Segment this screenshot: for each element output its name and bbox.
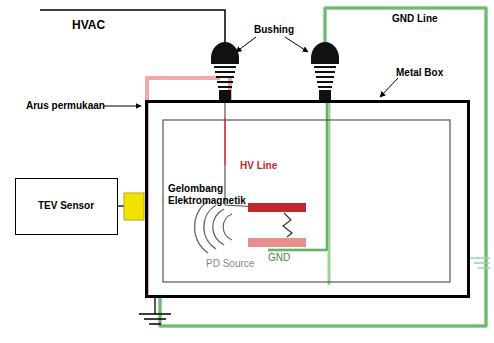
metal-box: Metal Box	[145, 100, 470, 298]
source-label: HVAC	[72, 19, 105, 33]
inner-box	[163, 120, 450, 282]
sensor-box: TEV Sensor	[15, 178, 118, 235]
hv-wire	[40, 10, 225, 42]
hv-line-red	[224, 118, 225, 165]
tev-sensor-pad	[124, 193, 144, 220]
hv-line-wire	[225, 100, 276, 208]
bushing-symbol	[211, 42, 339, 100]
hv-electrode	[248, 203, 306, 212]
gnd-line	[160, 8, 486, 326]
leader-arrow	[104, 37, 398, 106]
sensor-wire	[118, 205, 124, 206]
ground-label: GND	[268, 252, 290, 264]
box-text: TEV Sensor	[38, 200, 94, 212]
wave-label: Gelombang Elektromagnetik	[168, 183, 238, 206]
discharge-spark	[283, 213, 292, 237]
gnd-electrode	[248, 238, 306, 247]
box-label: Metal Box	[396, 67, 443, 79]
part-label: Bushing	[254, 24, 294, 36]
source-label: PD Source	[206, 258, 254, 270]
ground-symbol	[139, 298, 171, 324]
ground-symbol	[470, 258, 490, 268]
line-label: HV Line	[240, 160, 277, 172]
current-label: Arus permukaan	[26, 100, 105, 112]
em-wave	[195, 201, 232, 253]
line-label: GND Line	[392, 13, 438, 25]
